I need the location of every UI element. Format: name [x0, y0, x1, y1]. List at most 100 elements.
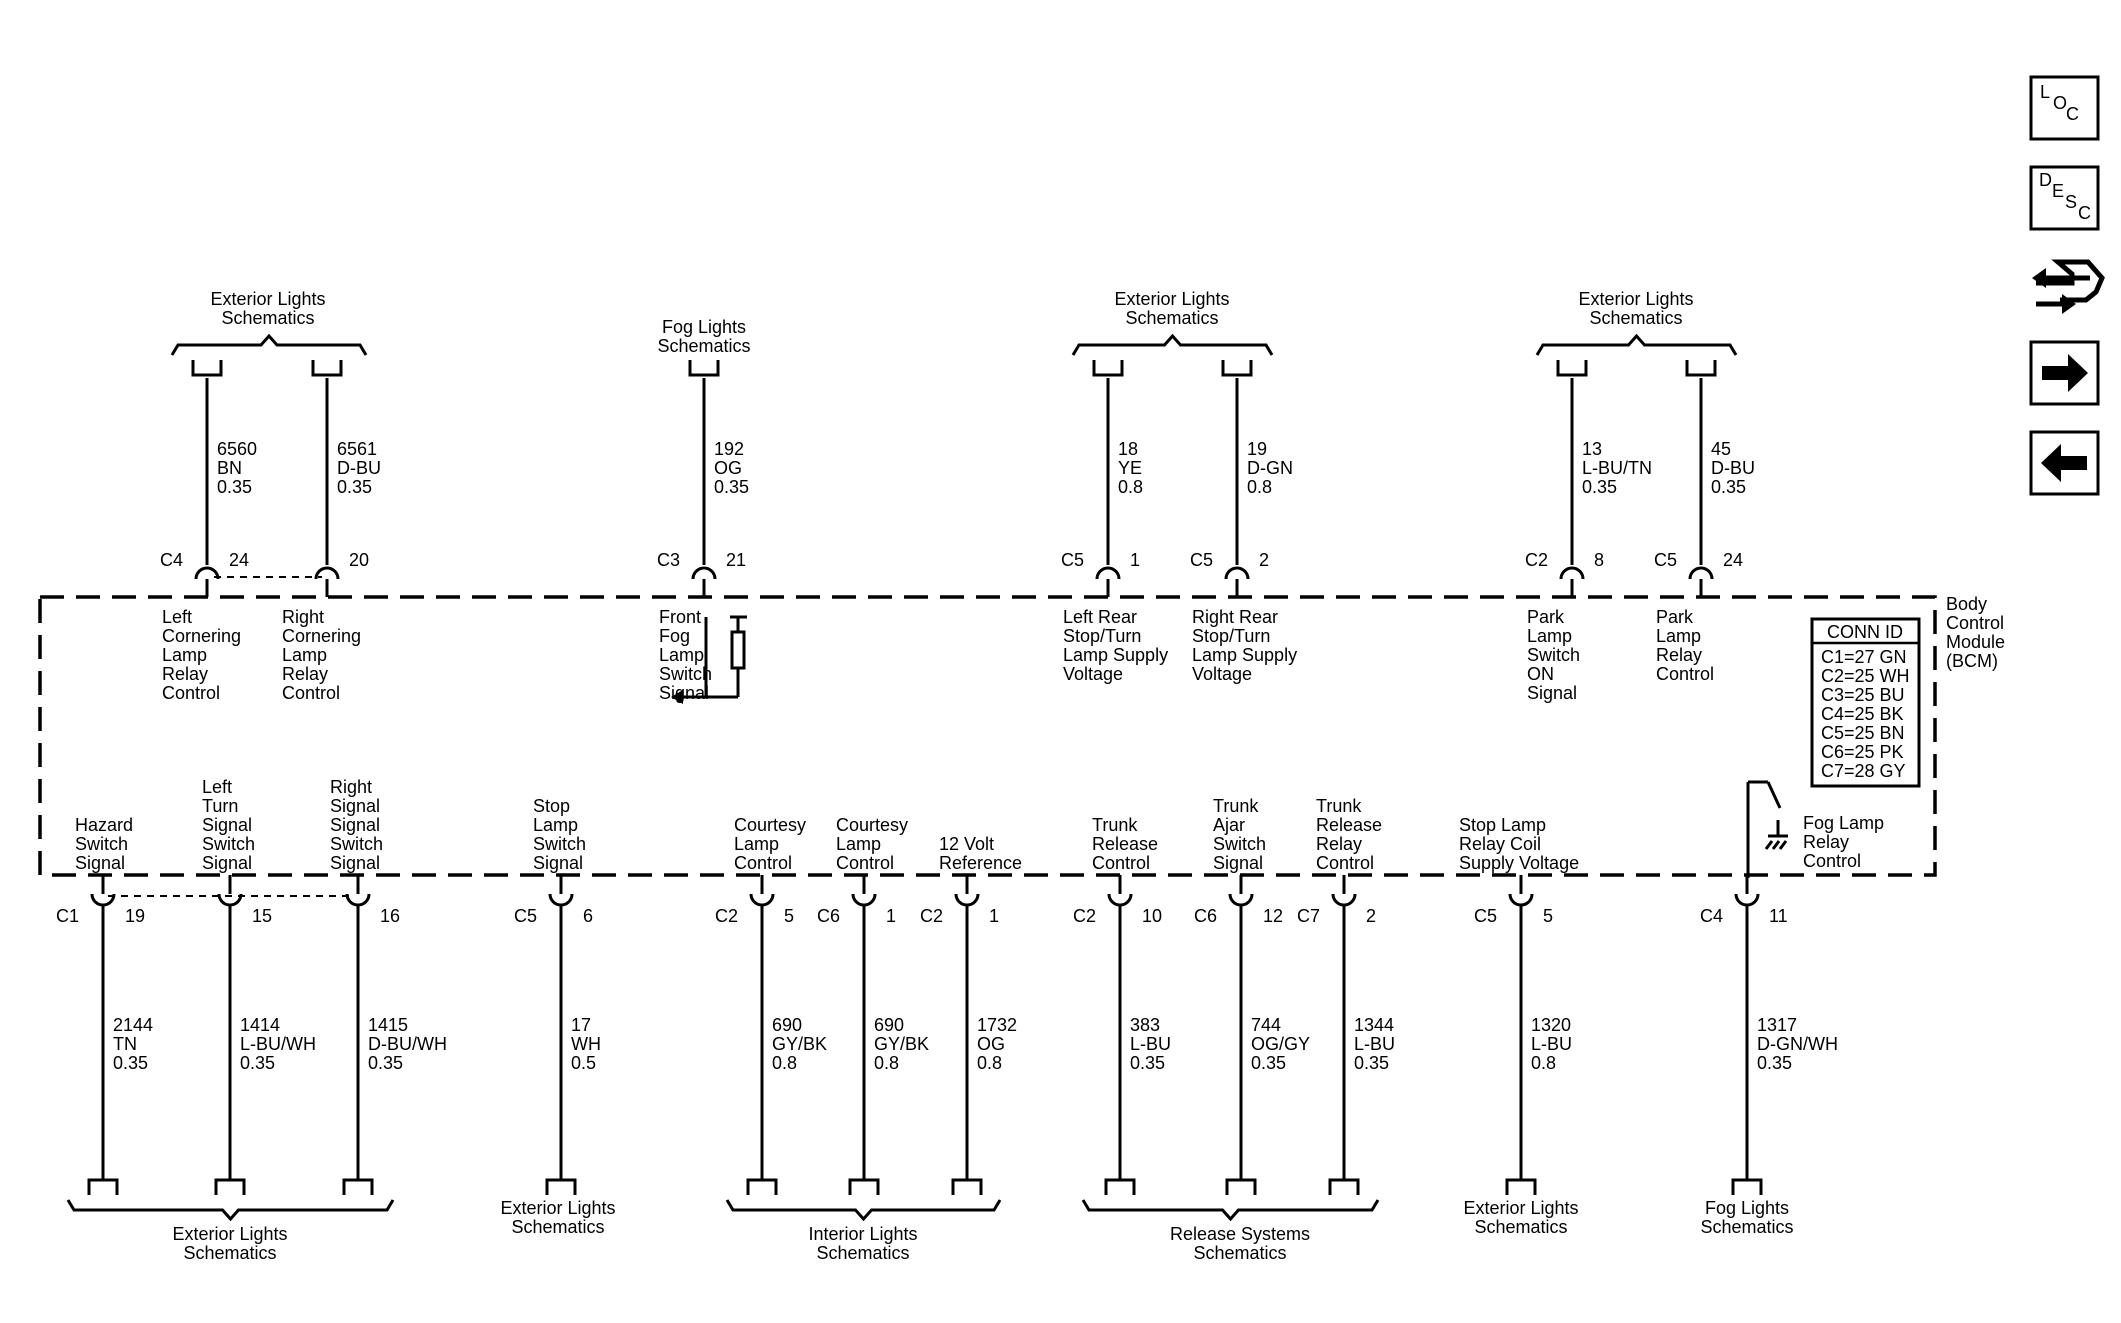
wire-spec: 0.35: [240, 1053, 275, 1073]
circuit-label: Control: [836, 853, 894, 873]
fog-switch-resistor-symbol: [671, 615, 747, 704]
circuit-label: Relay: [162, 664, 208, 684]
conn-table-row: C3=25 BU: [1821, 685, 1905, 705]
terminal-symbol: [1092, 360, 1124, 377]
wire-spec: 690: [772, 1015, 802, 1035]
pin-number: 1: [886, 906, 896, 926]
group-brace: [1535, 333, 1738, 356]
circuit-label: Right: [330, 777, 372, 797]
wire-spec: 1320: [1531, 1015, 1571, 1035]
group-label: Schematics: [511, 1217, 604, 1237]
group-label: Release Systems: [1170, 1224, 1310, 1244]
circuit-label: Lamp Supply: [1192, 645, 1297, 665]
wire-spec: 690: [874, 1015, 904, 1035]
pin-number: 2: [1366, 906, 1376, 926]
wire-spec: WH: [571, 1034, 601, 1054]
desc-button[interactable]: DESC: [2029, 165, 2100, 231]
connector-id: C5: [1190, 550, 1213, 570]
circuit-label: Stop/Turn: [1192, 626, 1270, 646]
wire-spec: BN: [217, 458, 242, 478]
pin-number: 5: [1543, 906, 1553, 926]
group-label: Schematics: [816, 1243, 909, 1263]
connector-id: C5: [1061, 550, 1084, 570]
wire-spec: 0.8: [874, 1053, 899, 1073]
circuit-label: Control: [734, 853, 792, 873]
circuit-label: Signal: [330, 853, 380, 873]
wire-spec: 0.35: [1130, 1053, 1165, 1073]
connector-id: C5: [514, 906, 537, 926]
bottom-circuit: 161415D-BU/WH0.35RightSignalSignalSwitch…: [330, 777, 447, 1180]
circuit-label: Relay: [1656, 645, 1702, 665]
terminal-symbol: [951, 1178, 983, 1195]
next-page-button[interactable]: [2029, 340, 2100, 406]
circuit-label: Stop: [533, 796, 570, 816]
pin-number: 5: [784, 906, 794, 926]
group-label: Fog Lights: [662, 317, 746, 337]
circuit-label: Signal: [1527, 683, 1577, 703]
circuit-label: Signal: [75, 853, 125, 873]
connector-id: C6: [1194, 906, 1217, 926]
circuit-label: Cornering: [162, 626, 241, 646]
group-label: Exterior Lights: [500, 1198, 615, 1218]
circuit-label: Signal: [330, 815, 380, 835]
connector-pin-symbol: [954, 893, 980, 907]
connector-pin-symbol: [1095, 566, 1121, 580]
previous-page-button[interactable]: [2029, 430, 2100, 496]
circuit-label: Lamp: [836, 834, 881, 854]
bcm-name-line: Module: [1946, 632, 2005, 652]
terminal-symbol: [545, 1178, 577, 1195]
group-brace: [170, 333, 368, 356]
circuit-label: Signal: [1213, 853, 1263, 873]
circuit-label: Cornering: [282, 626, 361, 646]
wire-spec: D-GN: [1247, 458, 1293, 478]
circuit-label: Voltage: [1063, 664, 1123, 684]
circuit-label: Trunk: [1316, 796, 1362, 816]
connector-pin-symbol: [345, 893, 371, 907]
connector-id: C5: [1654, 550, 1677, 570]
circuit-label: Release: [1092, 834, 1158, 854]
circuit-label: Lamp Supply: [1063, 645, 1168, 665]
circuit-label: Park: [1656, 607, 1694, 627]
terminal-symbol: [848, 1178, 880, 1195]
wire-spec: OG/GY: [1251, 1034, 1310, 1054]
connector-pin-symbol: [1107, 893, 1133, 907]
group-brace: [66, 1199, 395, 1222]
fog-relay-driver-symbol: [1746, 780, 1788, 878]
connector-pin-symbol: [1734, 893, 1760, 907]
schematic-swap-button[interactable]: [2028, 250, 2105, 320]
group-label: Schematics: [1589, 308, 1682, 328]
connector-pin-symbol: [749, 893, 775, 907]
group-label: Exterior Lights: [1463, 1198, 1578, 1218]
terminal-symbol: [342, 1178, 374, 1195]
pin-number: 1: [989, 906, 999, 926]
circuit-label: Lamp: [659, 645, 704, 665]
wire-spec: 0.35: [1354, 1053, 1389, 1073]
connector-pin-symbol: [1508, 893, 1534, 907]
wire-spec: 45: [1711, 439, 1731, 459]
group-label: Exterior Lights: [1578, 289, 1693, 309]
terminal-symbol: [1685, 360, 1717, 377]
bcm-name-line: Body: [1946, 594, 1987, 614]
group-label: Schematics: [221, 308, 314, 328]
wire-spec: 0.8: [1531, 1053, 1556, 1073]
connector-pin-symbol: [314, 566, 340, 580]
circuit-label: Park: [1527, 607, 1565, 627]
connector-pin-symbol: [90, 893, 116, 907]
